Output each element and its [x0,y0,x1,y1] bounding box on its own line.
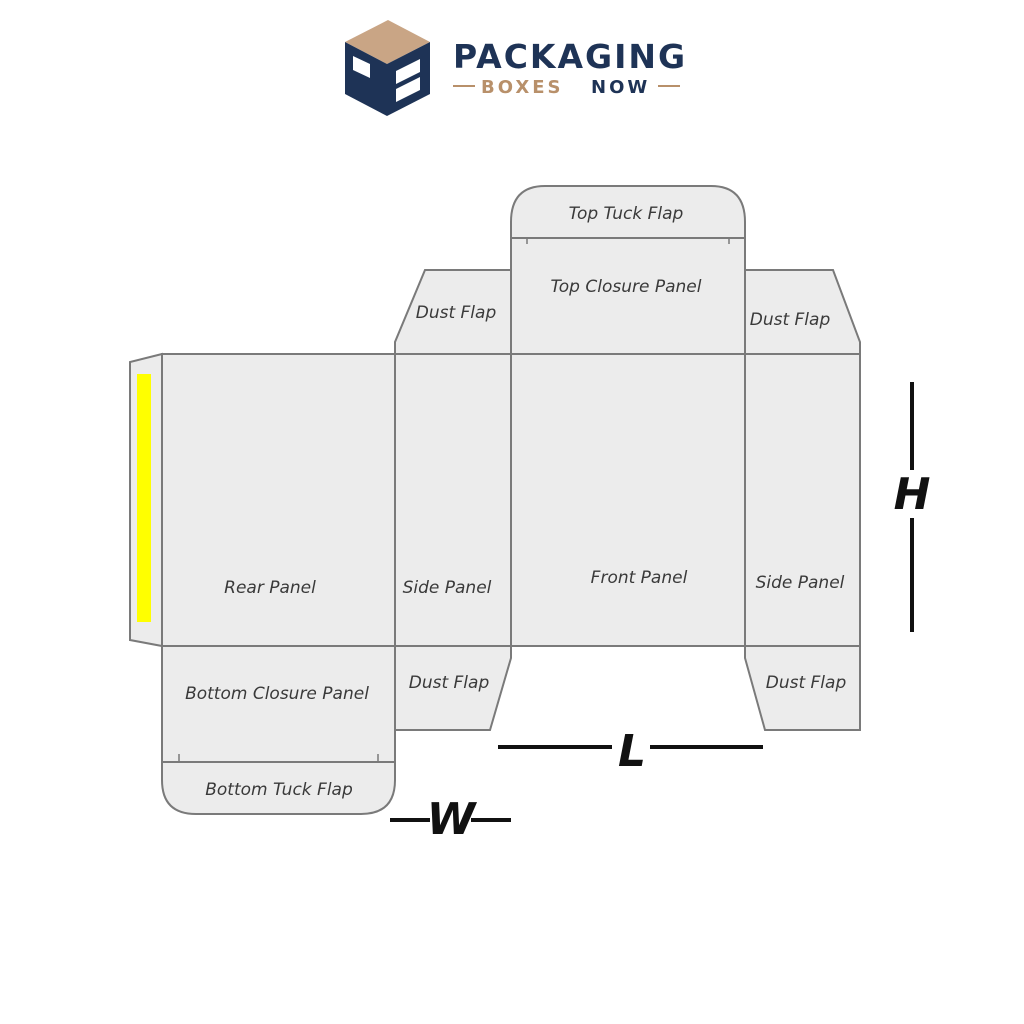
top-tuck-cut-line [526,237,730,244]
label-dust-flap-bottom-right: Dust Flap [766,673,847,693]
label-rear-panel: Rear Panel [224,578,316,598]
dimension-length-label: L [618,726,646,777]
label-bottom-tuck-flap: Bottom Tuck Flap [205,780,353,800]
side-panel-right [744,353,861,647]
top-tuck-flap [510,185,746,239]
label-side-panel-right: Side Panel [756,573,845,593]
label-bottom-closure-panel: Bottom Closure Panel [185,684,369,704]
dimension-height-label: H [894,469,931,520]
brand-name-line2-boxes: BOXES [481,77,564,98]
dust-flap-top-left [394,269,512,355]
brand-name-line1: PACKAGING [453,37,687,76]
dust-flap-top-right [744,269,861,355]
brand-name-line2-now: NOW [591,77,650,98]
dust-flap-bottom-right [744,645,861,731]
label-front-panel: Front Panel [591,568,688,588]
side-panel-left [394,353,512,647]
box-logo-icon [345,20,430,116]
bottom-tuck-cut-line [178,754,379,763]
rear-panel [161,353,396,647]
label-top-closure-panel: Top Closure Panel [551,277,702,297]
label-top-tuck-flap: Top Tuck Flap [569,204,684,224]
label-dust-flap-top-left: Dust Flap [416,303,497,323]
front-panel [510,353,746,647]
label-dust-flap-bottom-left: Dust Flap [409,673,490,693]
dimension-width-label: W [427,794,478,845]
label-side-panel-left: Side Panel [403,578,492,598]
dust-flap-bottom-left [394,645,512,731]
company-logo: PACKAGING BOXES NOW [345,20,687,116]
bottom-closure-panel [161,645,396,763]
glue-strip [137,374,151,622]
label-dust-flap-top-right: Dust Flap [750,310,831,330]
bottom-tuck-flap [161,761,396,815]
